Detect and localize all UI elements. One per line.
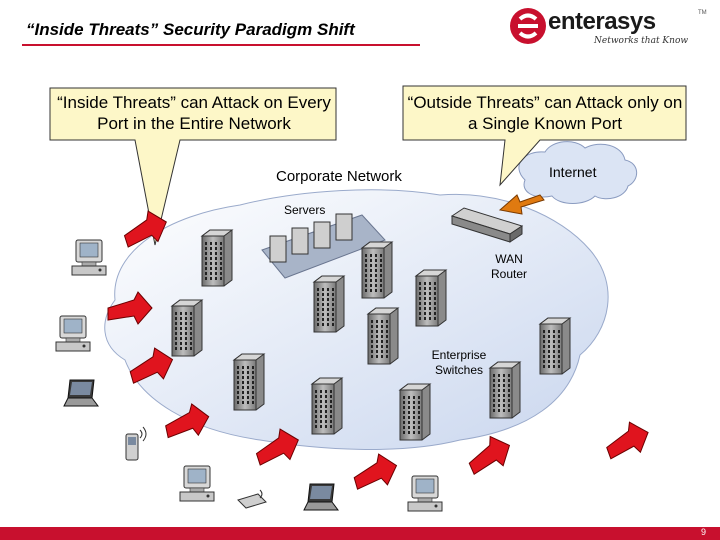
logo-trademark: TM (698, 10, 707, 16)
servers-label: Servers (284, 203, 326, 217)
enterprise-switches-label: Enterprise Switches (431, 348, 487, 377)
enterasys-e-icon (510, 8, 546, 44)
internet-label: Internet (549, 164, 597, 180)
handheld-device (125, 426, 147, 461)
page-title: “Inside Threats” Security Paradigm Shift (26, 20, 355, 39)
page-number: 9 (700, 527, 706, 537)
network-diagram (49, 85, 687, 512)
outside-threats-callout (402, 85, 687, 187)
wan-router (450, 207, 524, 243)
title-underline (22, 44, 420, 46)
outside-threats-callout-text: “Outside Threats” can Attack only on a S… (407, 93, 683, 133)
footer-bar: 9 (0, 527, 720, 540)
internet-cloud (518, 141, 638, 204)
wireless-pda (237, 489, 267, 509)
enterasys-logo: enterasys TM Networks that Know (508, 6, 708, 50)
server-group (269, 213, 353, 263)
wan-router-label: WAN Router (490, 252, 528, 281)
logo-tagline: Networks that Know (594, 36, 689, 46)
corporate-network-label: Corporate Network (276, 168, 402, 185)
internet-attack-arrow (498, 194, 545, 215)
logo-wordmark: enterasys (548, 8, 656, 35)
inside-threats-callout-text: “Inside Threats” can Attack on Every Por… (57, 93, 331, 133)
inside-threats-callout (49, 87, 337, 246)
